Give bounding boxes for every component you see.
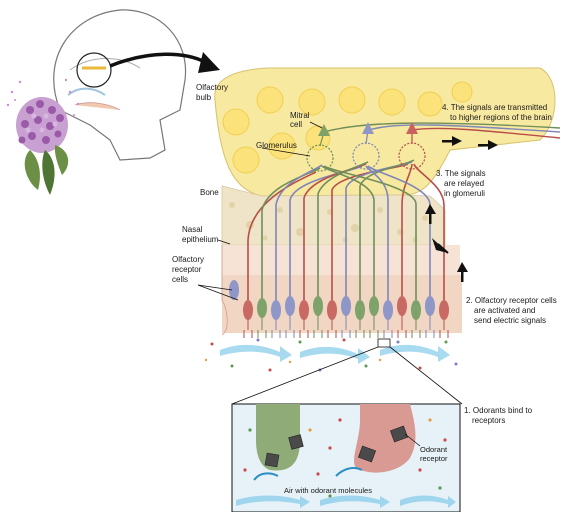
mitral-cell-label-line-1: Mitral [290, 111, 310, 120]
receptor-proteins [264, 425, 409, 468]
bulb-circles [222, 81, 473, 174]
odorant-receptor-label-line-2: receptor [420, 454, 448, 463]
odorant-molecules [204, 338, 458, 372]
step-2-text: 2. Olfactory receptor cells are activate… [466, 296, 559, 325]
receptor-inset [231, 403, 461, 512]
receptor-cell-bodies [229, 280, 449, 320]
olfactory-bulb-label-line-2: bulb [196, 93, 212, 102]
step-1-text: 1. Odorants bind to receptors [464, 406, 534, 425]
mitral-cell-label-line-2: cell [290, 120, 302, 129]
zoom-arrow-head [198, 52, 220, 73]
olfactory-receptor-cells-label: Olfactory receptor cells [172, 255, 206, 284]
nasal-epithelium [221, 245, 462, 336]
step-1-line-2: receptors [472, 416, 505, 425]
bone-label: Bone [200, 188, 219, 197]
step-3-line-3: in glomeruli [444, 189, 485, 198]
zoom-arrow [109, 52, 206, 68]
step-3-text: 3. The signals are relayed in glomeruli [436, 169, 488, 198]
lilac-flower [6, 78, 80, 195]
olfactory-receptor-cells-label-line-1: Olfactory [172, 255, 204, 264]
air-with-odorant-label: Air with odorant molecules [284, 486, 372, 495]
leader-lines [197, 121, 323, 301]
step-4-line-1: 4. The signals are transmitted [442, 103, 547, 112]
inset-molecules [243, 418, 447, 476]
odorant-receptor-label: Odorant receptor [420, 445, 449, 463]
step-2-line-2: are activated and [474, 306, 535, 315]
step-1-line-1: 1. Odorants bind to [464, 406, 533, 415]
air-flow-arrows [220, 344, 450, 364]
step-2-line-1: 2. Olfactory receptor cells [466, 296, 557, 305]
cilia [243, 316, 449, 338]
zoom-connector [231, 338, 463, 405]
inset-air-arrows [236, 495, 456, 508]
olfactory-bulb-label: Olfactory bulb [196, 83, 230, 102]
olfactory-bulb-label-line-1: Olfactory [196, 83, 228, 92]
mitral-cells [318, 122, 561, 147]
mitral-cell-label: Mitral cell [290, 111, 312, 129]
nasal-epithelium-label: Nasal epithelium [182, 225, 219, 244]
step-3-line-2: are relayed [444, 179, 484, 188]
glomerulus-label: Glomerulus [256, 141, 297, 150]
step-2-line-3: send electric signals [474, 316, 546, 325]
step-4-line-2: to higher regions of the brain [450, 113, 552, 122]
olfactory-receptor-cells-label-line-3: cells [172, 275, 188, 284]
signal-up-arrows [425, 204, 468, 282]
step-3-line-1: 3. The signals [436, 169, 486, 178]
bulb-signal-arrows [442, 136, 498, 150]
olfactory-bulb [214, 67, 556, 197]
olfactory-receptor-cells-label-line-2: receptor [172, 265, 202, 274]
step-4-text: 4. The signals are transmitted to higher… [442, 103, 552, 122]
odorant-receptor-label-line-1: Odorant [420, 445, 448, 454]
nasal-epithelium-label-line-2: epithelium [182, 235, 219, 244]
nasal-epithelium-label-line-1: Nasal [182, 225, 203, 234]
head-illustration [53, 9, 187, 161]
